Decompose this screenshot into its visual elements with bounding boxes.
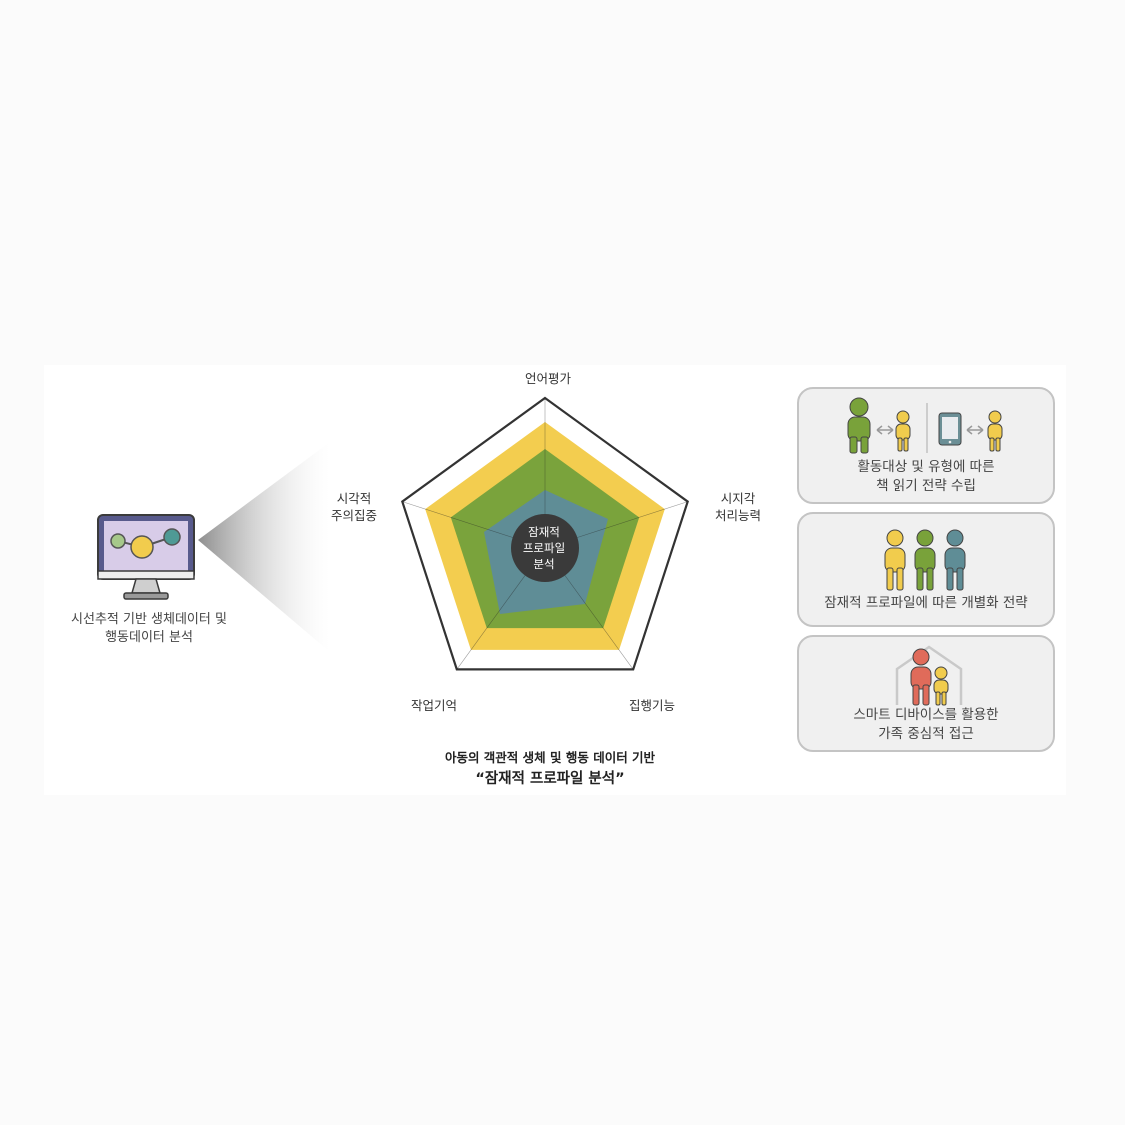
card-individualized-strategy: 잠재적 프로파일에 따른 개별화 전략: [797, 512, 1055, 627]
card1-line1: 활동대상 및 유형에 따른: [857, 459, 995, 475]
child-yellow-icon-2: [987, 410, 1003, 452]
card3-text: 스마트 디바이스를 활용한 가족 중심적 접근: [799, 706, 1053, 744]
card1-icons: [847, 397, 1003, 454]
person-teal-icon: [944, 529, 966, 591]
left-caption-line1: 시선추적 기반 생체데이터 및: [71, 612, 227, 627]
card-reading-strategy: 활동대상 및 유형에 따른 책 읽기 전략 수립: [797, 387, 1055, 504]
axis-visual-attention-line2: 주의집중: [330, 508, 377, 523]
person-yellow-icon: [884, 529, 906, 591]
radar-chart: [401, 396, 689, 671]
axis-visual-processing-line1: 시지각: [720, 491, 756, 506]
parent-red-icon: [910, 648, 932, 706]
axis-visual-processing-line2: 처리능력: [714, 508, 761, 523]
left-caption-line2: 행동데이터 분석: [105, 630, 193, 645]
axis-executive-function-line1: 집행기능: [628, 698, 675, 713]
card1-line2: 책 읽기 전략 수립: [876, 478, 976, 494]
child-yellow-icon: [895, 410, 911, 452]
axis-label-visual-attention: 시각적 주의집중: [316, 490, 392, 524]
radar-center-circle: [511, 514, 579, 582]
axis-label-language: 언어평가: [505, 370, 591, 387]
projection-cone: [198, 442, 330, 652]
axis-label-working-memory: 작업기억: [396, 697, 472, 714]
bottom-title-line2: “잠재적 프로파일 분석”: [475, 771, 625, 787]
axis-visual-attention-line1: 시각적: [336, 491, 372, 506]
double-arrow-icon-2: [966, 425, 984, 435]
card3-line2: 가족 중심적 접근: [878, 726, 974, 742]
bottom-title-line1: 아동의 객관적 생체 및 행동 데이터 기반: [444, 750, 656, 765]
house-icon: [895, 645, 963, 705]
adult-green-icon: [847, 397, 871, 454]
child-yellow-icon-3: [933, 666, 949, 706]
axis-label-executive-function: 집행기능: [614, 697, 690, 714]
center-line-1: 잠재적: [528, 525, 560, 539]
tablet-icon: [938, 412, 962, 446]
card-family-approach: 스마트 디바이스를 활용한 가족 중심적 접근: [797, 635, 1055, 752]
card2-line1: 잠재적 프로파일에 따른 개별화 전략: [824, 595, 1028, 611]
card3-line1: 스마트 디바이스를 활용한: [853, 707, 999, 723]
center-line-2: 프로파일: [522, 541, 566, 555]
axis-language-line1: 언어평가: [524, 371, 571, 386]
monitor-network-icon: [97, 514, 195, 600]
card1-text: 활동대상 및 유형에 따른 책 읽기 전략 수립: [799, 458, 1053, 496]
card2-text: 잠재적 프로파일에 따른 개별화 전략: [799, 594, 1053, 613]
axis-label-visual-processing: 시지각 처리능력: [700, 490, 776, 524]
bottom-title: 아동의 객관적 생체 및 행동 데이터 기반 “잠재적 프로파일 분석”: [380, 748, 720, 790]
radar-center-label: 잠재적 프로파일 분석: [511, 524, 577, 572]
axis-working-memory-line1: 작업기억: [410, 698, 457, 713]
center-line-3: 분석: [533, 557, 555, 571]
card2-icons: [884, 529, 966, 591]
double-arrow-icon: [876, 425, 894, 435]
person-green-icon: [914, 529, 936, 591]
radar-outer-outline: [401, 396, 689, 671]
card3-icons: [895, 645, 963, 706]
left-caption: 시선추적 기반 생체데이터 및 행동데이터 분석: [44, 611, 254, 647]
